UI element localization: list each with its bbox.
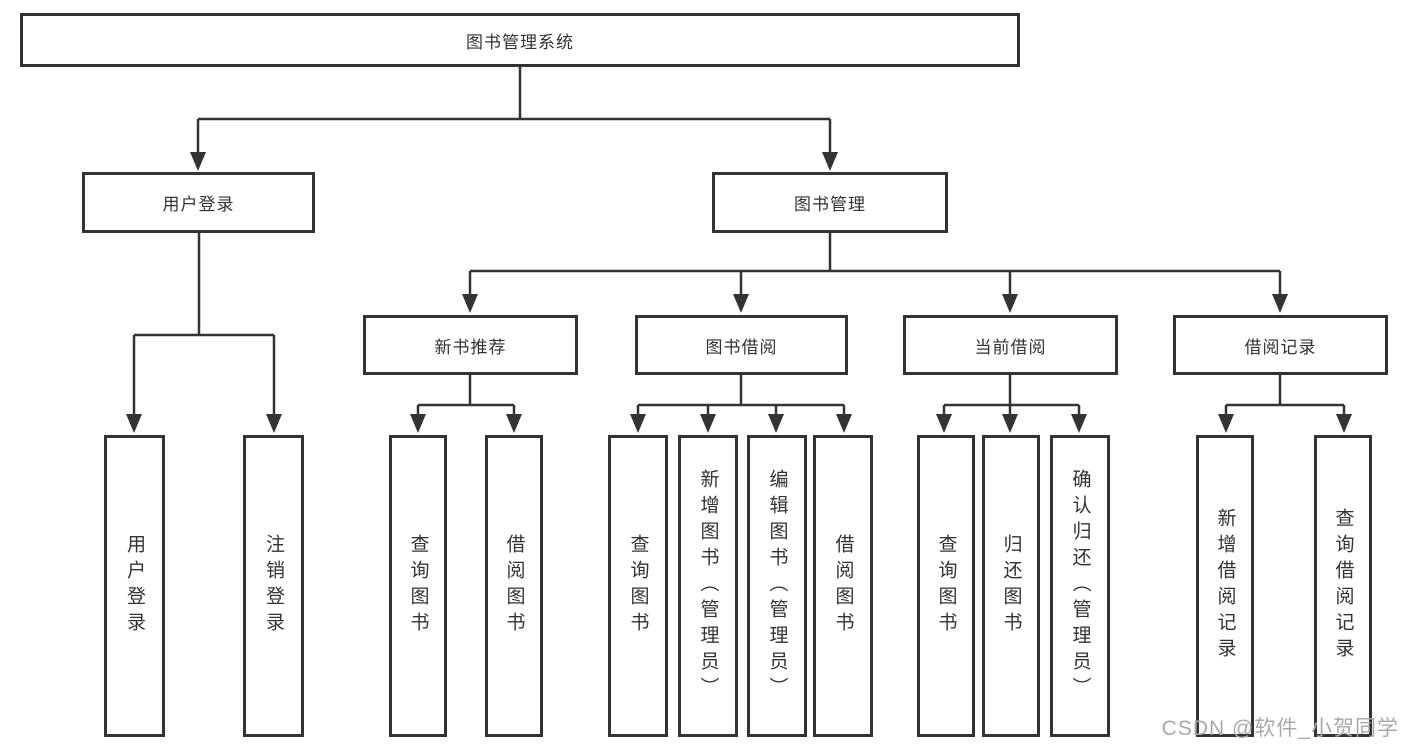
leaf-return-books: 归还图书	[982, 435, 1040, 737]
node-label: 查询图书	[407, 534, 429, 638]
node-label: 查询图书	[627, 534, 649, 638]
node-label: 图书管理	[794, 195, 866, 214]
leaf-user-login: 用户登录	[104, 435, 165, 737]
node-borrow-records: 借阅记录	[1173, 315, 1388, 375]
node-label: 注销登录	[263, 534, 284, 638]
node-label: 借阅图书	[832, 534, 854, 638]
leaf-query-books-current: 查询图书	[917, 435, 975, 737]
node-book-management: 图书管理	[712, 172, 948, 233]
node-label: 图书借阅	[705, 337, 778, 357]
node-label: 编辑图书（管理员）	[766, 469, 788, 703]
node-library-management-system: 图书管理系统	[20, 13, 1020, 67]
node-label: 新增图书（管理员）	[697, 469, 719, 703]
leaf-query-borrow-record: 查询借阅记录	[1314, 435, 1372, 737]
node-label: 新增借阅记录	[1214, 508, 1236, 664]
node-new-book-recommend: 新书推荐	[363, 315, 578, 375]
node-label: 当前借阅	[974, 337, 1047, 357]
leaf-borrow-books: 借阅图书	[813, 435, 873, 737]
leaf-add-books-admin: 新增图书（管理员）	[678, 435, 738, 737]
leaf-add-borrow-record: 新增借阅记录	[1196, 435, 1254, 737]
node-book-borrow: 图书借阅	[635, 315, 848, 375]
leaf-query-books-borrow: 查询图书	[608, 435, 668, 737]
node-label: 新书推荐	[434, 337, 507, 357]
leaf-query-books-recommend: 查询图书	[389, 435, 447, 737]
node-label: 确认归还（管理员）	[1069, 469, 1091, 703]
node-label: 借阅图书	[503, 534, 525, 638]
leaf-logout: 注销登录	[243, 435, 304, 737]
node-label: 查询图书	[935, 534, 957, 638]
leaf-confirm-return-admin: 确认归还（管理员）	[1050, 435, 1110, 737]
node-label: 归还图书	[1000, 534, 1022, 638]
node-user-login: 用户登录	[82, 172, 315, 233]
node-label: 用户登录	[162, 195, 235, 214]
leaf-edit-books-admin: 编辑图书（管理员）	[747, 435, 807, 737]
node-label: 图书管理系统	[466, 32, 574, 52]
node-label: 用户登录	[124, 534, 145, 638]
csdn-watermark: CSDN @软件_小贺同学	[1161, 717, 1399, 740]
node-current-borrow: 当前借阅	[903, 315, 1118, 375]
node-label: 借阅记录	[1244, 337, 1317, 357]
leaf-borrow-books-recommend: 借阅图书	[485, 435, 543, 737]
node-label: 查询借阅记录	[1332, 508, 1354, 664]
